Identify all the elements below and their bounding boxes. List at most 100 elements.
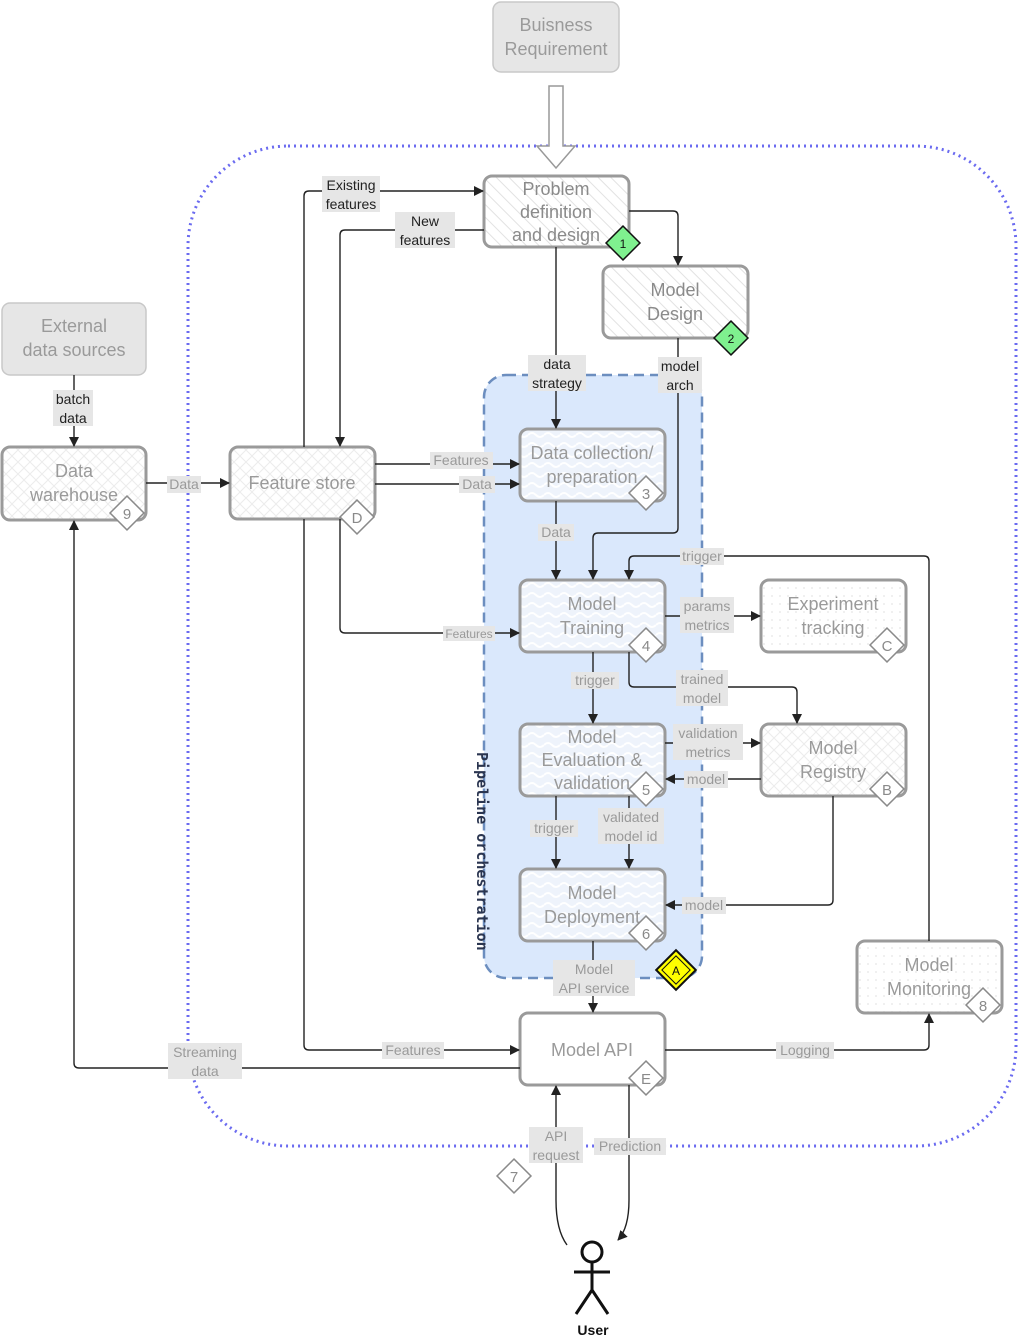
badge-8: 8 [964, 986, 1002, 1024]
badge-E: E [627, 1059, 665, 1097]
edge-label-features-fs-train: Features [443, 626, 495, 641]
edge-label-trigger-monitor: trigger [680, 548, 724, 565]
badge-5: 5 [627, 770, 665, 808]
text-label: Model API [551, 1040, 633, 1060]
badge-A: A [654, 948, 698, 992]
edge-label-logging: Logging [776, 1042, 834, 1059]
svg-text:7: 7 [510, 1169, 518, 1186]
edge-label-model-reg-eval: model [684, 771, 728, 788]
svg-text:3: 3 [642, 486, 650, 503]
edge-label-data-dw-fs: Data [167, 476, 201, 493]
edge-label-trigger-train-eval: trigger [571, 672, 619, 689]
badge-3: 3 [627, 474, 665, 512]
text-label: Feature store [248, 473, 355, 493]
svg-text:E: E [641, 1071, 651, 1088]
svg-text:6: 6 [642, 926, 650, 943]
svg-text:A: A [672, 964, 680, 978]
text-label: Data collection/preparation [530, 443, 653, 487]
text-label: Data [541, 524, 571, 540]
svg-text:2: 2 [728, 332, 735, 346]
text-label: trigger [575, 672, 615, 688]
badge-2: 2 [712, 319, 750, 357]
text-label: Features [433, 452, 488, 468]
edge-label-prediction: Prediction [594, 1138, 666, 1155]
edge-label-trigger-eval-deploy: trigger [530, 820, 578, 837]
svg-text:9: 9 [123, 506, 131, 523]
svg-text:5: 5 [642, 782, 650, 799]
badge-9: 9 [108, 494, 146, 532]
edge-label-features-fs-api: Features [382, 1042, 444, 1059]
user-label: User [577, 1322, 609, 1338]
svg-text:B: B [882, 782, 892, 799]
svg-text:D: D [352, 510, 363, 527]
text-label: Features [385, 1042, 440, 1058]
text-label: model [687, 771, 725, 787]
edge-label-model-reg-deploy: model [682, 897, 726, 914]
edge-label-features-fs-dc: Features [430, 452, 493, 469]
text-label: Features [445, 627, 492, 641]
badge-6: 6 [627, 914, 665, 952]
model-api-node[interactable]: Model API [518, 1011, 667, 1087]
text-label: Prediction [599, 1138, 661, 1154]
text-label: trigger [534, 820, 574, 836]
text-label: Data [462, 476, 492, 492]
data-collection-node[interactable]: Data collection/preparation [518, 427, 667, 503]
text-label: model [685, 897, 723, 913]
text-label: Data [169, 476, 199, 492]
badge-D: D [338, 498, 376, 536]
badge-C: C [868, 626, 906, 664]
requirement-arrow [535, 85, 577, 170]
badge-B: B [868, 770, 906, 808]
text-label: Logging [780, 1042, 830, 1058]
badge-4: 4 [627, 626, 665, 664]
svg-text:8: 8 [979, 998, 987, 1015]
edge-label-data-fs-dc: Data [459, 476, 495, 493]
svg-text:1: 1 [620, 237, 627, 251]
svg-text:C: C [882, 638, 893, 655]
platform-boundary [186, 144, 1018, 1148]
text-label: trigger [682, 548, 722, 564]
feature-store-node[interactable]: Feature store [228, 445, 377, 521]
badge-1: 1 [604, 224, 642, 262]
badge-7: 7 [495, 1157, 533, 1195]
